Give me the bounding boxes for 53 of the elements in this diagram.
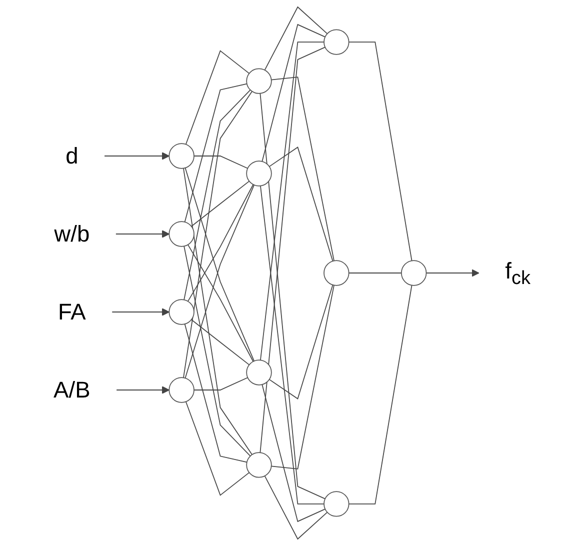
node-text: f$_{ck}$ (505, 257, 530, 288)
connector (260, 93, 326, 500)
node-text: FA (58, 298, 86, 325)
connector (264, 6, 328, 70)
connector (184, 83, 248, 222)
connector (184, 324, 248, 463)
connector (260, 42, 324, 361)
connector (268, 146, 334, 262)
connector (270, 76, 334, 262)
node-circle (246, 160, 272, 186)
connector (270, 284, 334, 470)
connector (194, 156, 248, 169)
arrow (104, 152, 170, 160)
node-circle (168, 221, 194, 247)
connector (260, 46, 326, 453)
node-circle (168, 377, 194, 403)
connector (262, 384, 326, 522)
node-circle (246, 360, 272, 386)
connector (187, 184, 254, 302)
node-circle (324, 491, 350, 517)
connector (190, 180, 250, 227)
node-text: d (66, 142, 78, 169)
connector (348, 42, 412, 262)
connector (262, 24, 326, 162)
connector (184, 167, 255, 362)
connector (187, 244, 254, 362)
connector (264, 476, 328, 540)
connector (348, 272, 402, 274)
connector (190, 319, 250, 366)
connector (348, 284, 412, 504)
node-circle (324, 260, 350, 286)
connector (184, 90, 251, 300)
arrow (112, 308, 170, 316)
node-circle (400, 260, 427, 286)
connector (185, 401, 250, 496)
connector (184, 246, 251, 456)
node-circle (168, 299, 194, 325)
node-circle (324, 29, 350, 55)
connector (185, 50, 250, 145)
connector (268, 284, 334, 400)
arrow (116, 230, 170, 238)
connector (194, 377, 248, 390)
connector (260, 185, 324, 504)
node-circle (246, 68, 272, 94)
node-circle (246, 452, 272, 478)
arrow (426, 269, 480, 277)
connector (183, 168, 252, 456)
connector (183, 90, 252, 378)
node-circle (168, 143, 194, 169)
node-text: A/B (54, 376, 90, 403)
connector (184, 184, 255, 379)
arrow (116, 386, 170, 394)
node-text: w/b (54, 220, 90, 247)
